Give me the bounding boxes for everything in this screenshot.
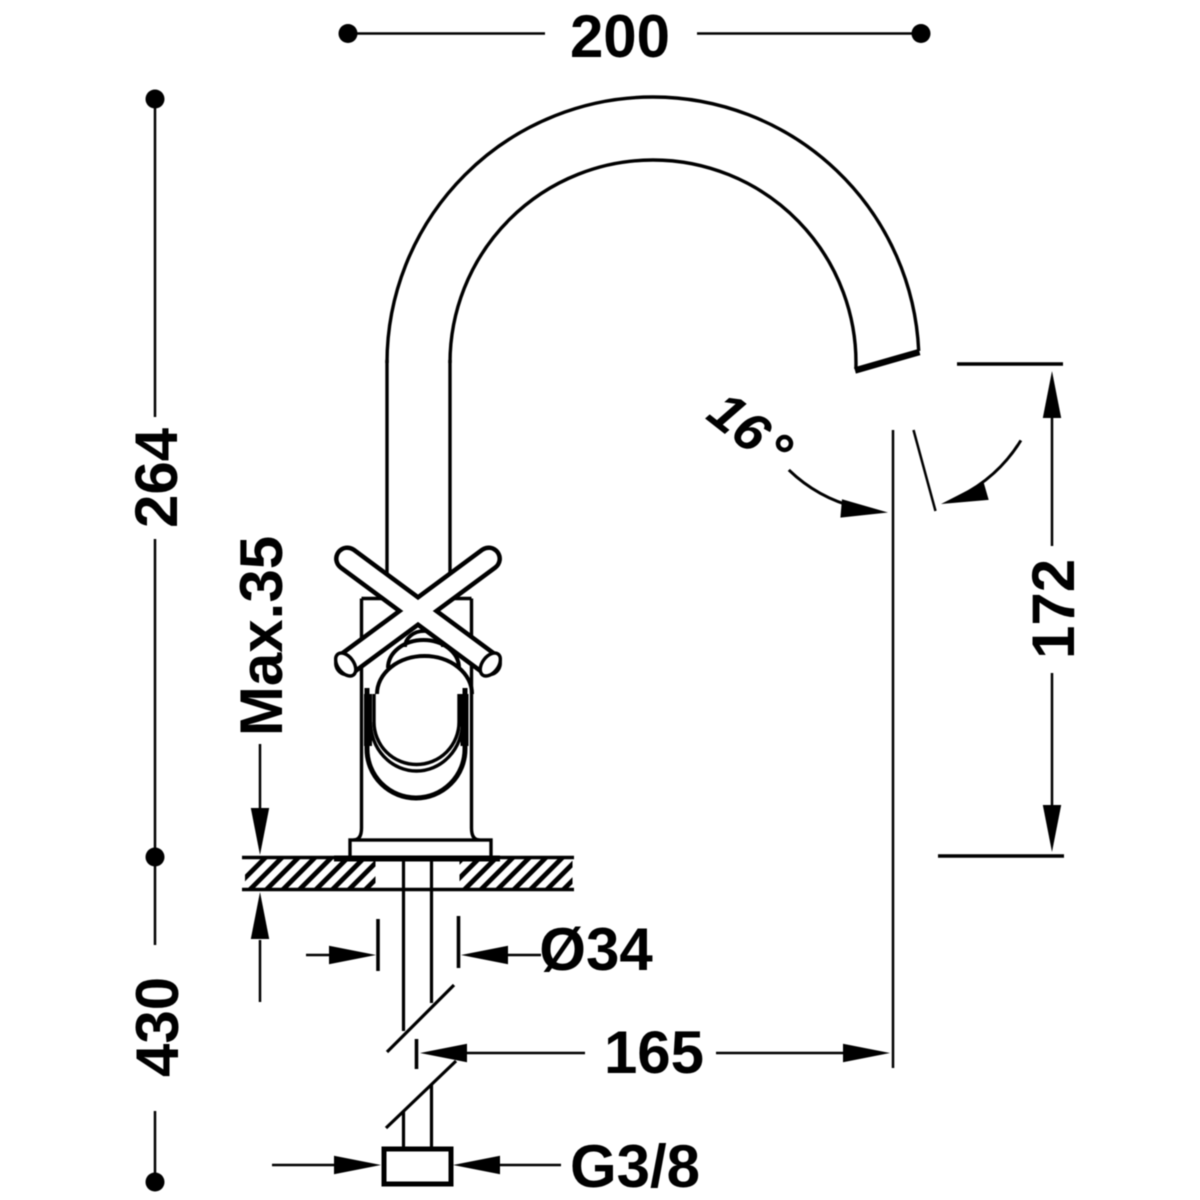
svg-text:Max.35: Max.35 [228,536,295,736]
svg-text:430: 430 [124,977,191,1077]
svg-text:G3/8: G3/8 [570,1133,700,1200]
svg-text:264: 264 [123,427,190,528]
svg-text:165: 165 [604,1019,704,1086]
svg-text:Ø34: Ø34 [539,916,653,983]
svg-text:172: 172 [1020,559,1087,659]
svg-text:200: 200 [570,3,670,70]
